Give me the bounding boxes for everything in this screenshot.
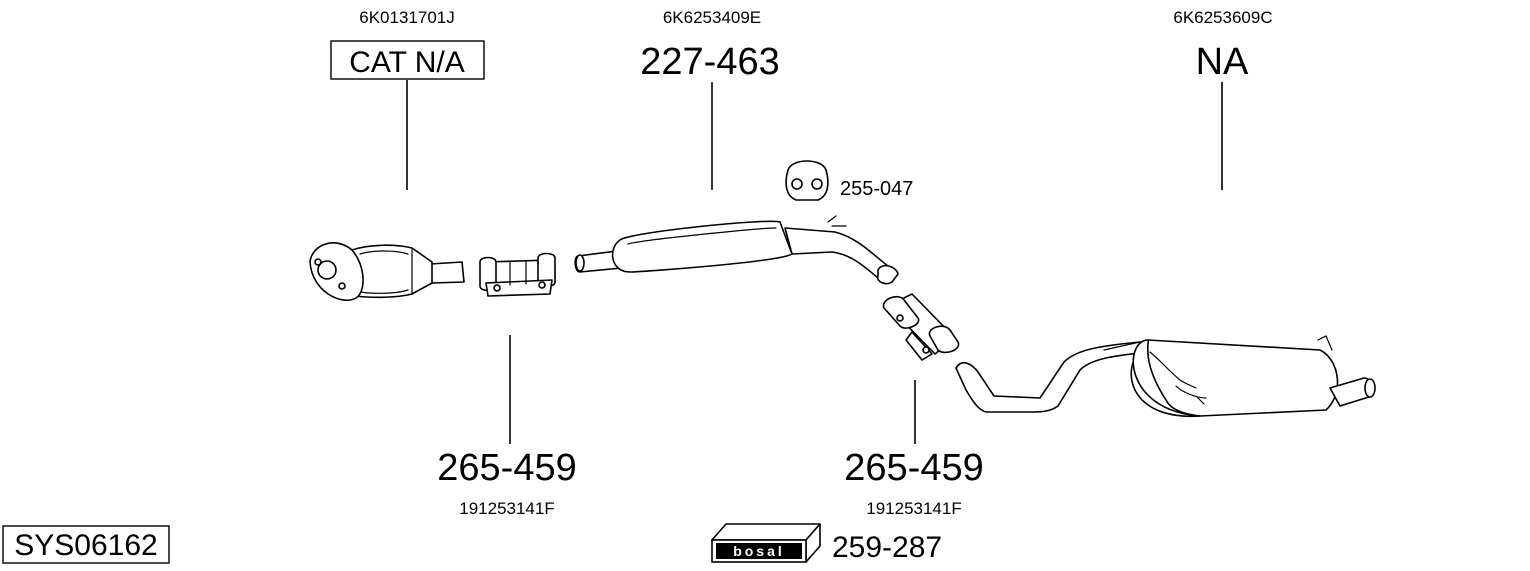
rubber-hanger-icon	[785, 160, 829, 201]
system-code: SYS06162	[2, 525, 170, 564]
callout-catalyst: 6K0131701J CAT N/A	[330, 8, 485, 190]
part-number-rear-silencer: NA	[1196, 41, 1249, 83]
system-code-box	[2, 525, 170, 564]
part-number-hanger: 255-047	[840, 178, 913, 200]
callout-rear-silencer: 6K6253609C NA	[1173, 8, 1273, 190]
oem-number-rear-silencer: 6K6253609C	[1173, 8, 1272, 27]
part-number-clamp-2: 265-459	[844, 447, 983, 489]
system-code-text: SYS06162	[14, 529, 157, 562]
oem-number-clamp-1: 191253141F	[459, 499, 554, 518]
bosal-logo: bosal	[733, 543, 785, 559]
kit-box-top	[711, 523, 821, 541]
pipe-clamp-icon-1	[479, 252, 556, 297]
callout-clamp-1: 265-459 191253141F	[437, 335, 577, 518]
part-number-clamp-1: 265-459	[437, 447, 576, 489]
middle-silencer-icon	[574, 215, 899, 285]
oem-number-clamp-2: 191253141F	[866, 499, 961, 518]
callout-clamp-2: 265-459 191253141F	[844, 380, 984, 518]
catalytic-converter-icon	[309, 242, 465, 301]
callout-middle-silencer: 6K6253409E 227-463	[640, 8, 780, 190]
part-number-catalyst: CAT N/A	[349, 46, 465, 79]
fitting-kit: bosal 259-287	[711, 523, 942, 564]
catalyst-part-box	[330, 40, 485, 80]
bosal-logo-panel	[716, 543, 802, 559]
oem-number-catalyst: 6K0131701J	[359, 8, 454, 27]
part-number-middle-silencer: 227-463	[640, 41, 779, 83]
rear-silencer-icon	[955, 335, 1376, 417]
pipe-clamp-icon-2	[882, 293, 960, 361]
part-number-fitting-kit: 259-287	[832, 531, 942, 564]
oem-number-middle-silencer: 6K6253409E	[663, 8, 761, 27]
